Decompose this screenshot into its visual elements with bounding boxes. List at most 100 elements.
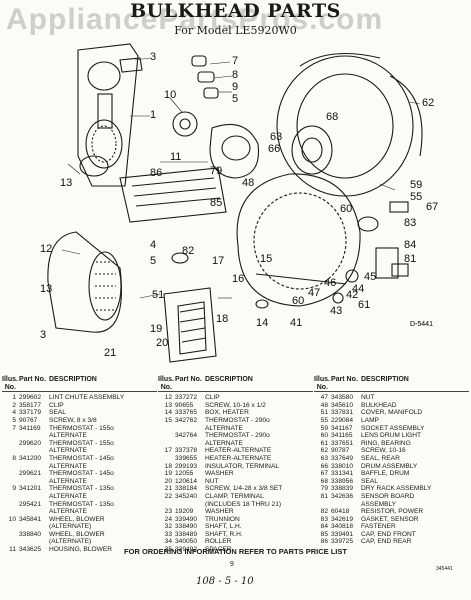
illus-no	[158, 501, 175, 509]
callout: 44	[352, 283, 364, 295]
part-no: 299620	[19, 439, 42, 447]
illus-no: 81	[320, 492, 328, 500]
callout: 19	[150, 323, 162, 335]
illus-no: 11	[9, 546, 16, 554]
part-no: 338839	[331, 485, 354, 493]
callout: 60	[292, 295, 304, 307]
part-description: THERMOSTAT - 155o	[49, 424, 114, 432]
parts-row: ALTERNATE	[2, 478, 157, 486]
part-no: 340818	[331, 523, 354, 531]
illus-no	[158, 425, 175, 433]
callout: 13	[40, 283, 52, 295]
callout: 48	[242, 177, 254, 189]
callout: 67	[426, 201, 438, 213]
part-no: 338010	[331, 462, 354, 470]
part-description: SPACER	[205, 546, 232, 554]
illus-no: 14	[164, 409, 172, 417]
parts-row: ALTERNATE	[158, 440, 313, 448]
part-description: BULKHEAD	[361, 401, 397, 409]
part-no	[19, 478, 49, 486]
handwritten-note: 108 - 5 - 10	[196, 576, 254, 587]
part-description: LINT CHUTE ASSEMBLY	[49, 394, 125, 402]
callout: 4	[150, 239, 156, 251]
callout: 1	[150, 109, 156, 121]
part-description: (INCLUDES 18 THRU 21)	[205, 500, 282, 508]
part-description: THERMOSTAT - 145o	[49, 470, 114, 478]
callout: 63	[270, 131, 282, 143]
part-no: 337649	[331, 454, 354, 462]
part-no	[19, 463, 49, 471]
part-no	[19, 538, 49, 546]
parts-table-header: Illus. No.Part No.DESCRIPTION	[2, 376, 157, 393]
page-number: 9	[230, 561, 234, 568]
callout: 18	[216, 313, 228, 325]
parts-row: ALTERNATE	[158, 425, 313, 433]
part-no: 337378	[175, 447, 198, 455]
part-description: HEATER-ALTERNATE	[205, 447, 272, 455]
part-no: 341165	[331, 432, 353, 440]
part-description: SCREW, 1/4-28 x 3/8 SET	[205, 485, 283, 493]
part-no: 339655	[175, 454, 198, 462]
callout: 45	[364, 271, 376, 283]
illus-no	[2, 478, 19, 486]
illus-no: 21	[164, 485, 172, 493]
part-description: NUT	[205, 477, 219, 485]
illus-no	[2, 447, 19, 455]
part-description: TRUNNION	[205, 515, 240, 523]
illus-no: 7	[12, 424, 16, 432]
illus-no	[2, 531, 19, 539]
header-desc: DESCRIPTION	[49, 376, 97, 383]
part-no: 345841	[19, 515, 42, 523]
illus-no: 8	[12, 454, 16, 462]
part-no: 337651	[331, 439, 354, 447]
illus-no: 15	[164, 416, 172, 424]
part-no	[19, 432, 49, 440]
parts-row: (INCLUDES 18 THRU 21)	[158, 501, 313, 509]
callout: 3	[40, 329, 46, 341]
illus-no	[2, 508, 19, 516]
illus-no: 60	[320, 432, 328, 440]
part-no: 342619	[331, 515, 354, 523]
part-no: 342764	[175, 432, 198, 440]
illus-no: 82	[320, 508, 328, 516]
part-no: 339492	[175, 546, 198, 554]
illus-no: 1	[12, 394, 16, 402]
part-description: INSULATOR, TERMINAL	[205, 462, 280, 470]
parts-row: ALTERNATE	[2, 508, 157, 516]
illus-no	[2, 440, 19, 448]
callout: 79	[210, 165, 222, 177]
callout: 47	[308, 287, 320, 299]
parts-row: ALTERNATE	[2, 493, 157, 501]
part-description: THERMOSTAT - 290o	[205, 416, 270, 424]
illus-no: 47	[320, 394, 328, 402]
callout: 59	[410, 179, 422, 191]
part-no: 339491	[331, 530, 354, 538]
illus-no: 55	[320, 416, 328, 424]
blower-wheel	[172, 111, 198, 137]
illus-no: 4	[12, 409, 16, 417]
illus-no: 12	[164, 394, 172, 402]
illus-no: 32	[164, 523, 172, 531]
header-desc: DESCRIPTION	[361, 376, 409, 383]
part-no: 343580	[331, 394, 354, 402]
part-no: 341169	[19, 424, 41, 432]
callout: 5	[232, 93, 238, 105]
